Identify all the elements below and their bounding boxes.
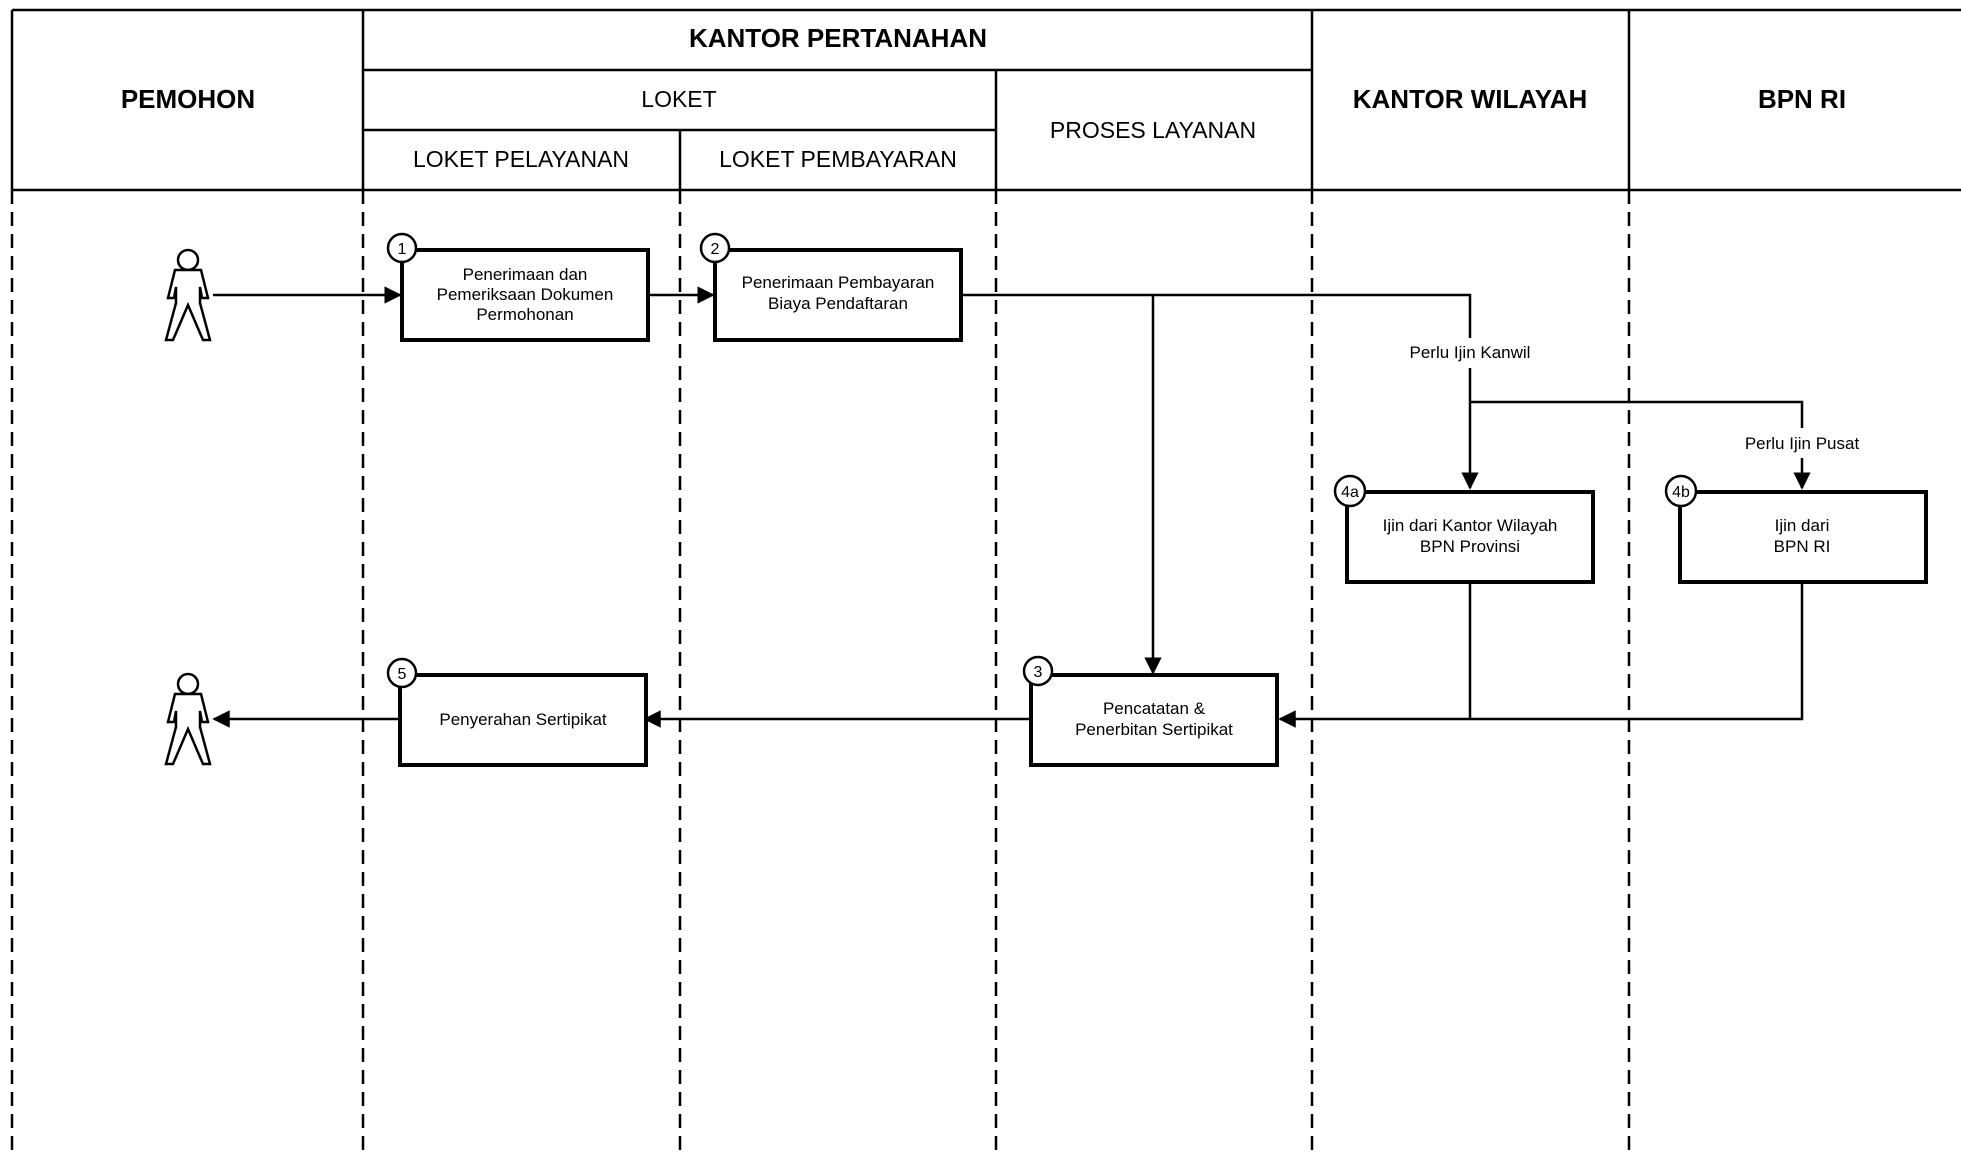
node-4b-number: 4b [1672, 484, 1690, 501]
edge-label-kanwil-bg [1395, 338, 1545, 368]
lane-separators [10, 190, 1631, 1157]
applicant-actor-icon-receive [164, 672, 212, 766]
node-5-line-1: Penyerahan Sertipikat [439, 710, 607, 729]
process-node-2: Penerimaan Pembayaran Biaya Pendaftaran … [699, 232, 963, 342]
node-4b-line-2: BPN RI [1774, 537, 1831, 556]
process-node-4b: Ijin dari BPN RI 4b [1664, 474, 1928, 584]
header-bpn-ri: BPN RI [1758, 84, 1846, 114]
edge-4b-to-3 [1278, 583, 1804, 728]
node-1-line-1: Penerimaan dan [463, 265, 588, 284]
node-3-line-2: Penerbitan Sertipikat [1075, 720, 1233, 739]
node-3-line-1: Pencatatan & [1103, 699, 1206, 718]
node-5-badge [386, 657, 418, 689]
node-2-line-1: Penerimaan Pembayaran [742, 273, 935, 292]
node-4b-badge [1664, 474, 1698, 508]
node-1-badge [386, 232, 418, 264]
applicant-actor-icon [164, 248, 212, 342]
header-grid [10, 8, 1961, 192]
node-1-number: 1 [398, 241, 407, 258]
node-2-line-2: Biaya Pendaftaran [768, 294, 908, 313]
header-kantor-pertanahan: KANTOR PERTANAHAN [689, 23, 987, 53]
edge-label-perlu-ijin-pusat: Perlu Ijin Pusat [1745, 434, 1860, 453]
header-kantor-wilayah: KANTOR WILAYAH [1353, 84, 1588, 114]
node-4a-number: 4a [1341, 484, 1359, 501]
node-4b-line-1: Ijin dari [1775, 516, 1830, 535]
node-4a-badge [1333, 474, 1367, 508]
process-node-5: Penyerahan Sertipikat 5 [386, 657, 648, 767]
edge-label-pusat-bg [1730, 428, 1874, 458]
node-5-number: 5 [398, 666, 407, 683]
header-proses-layanan: PROSES LAYANAN [1050, 117, 1256, 143]
node-2-badge [699, 232, 731, 264]
process-node-3: Pencatatan & Penerbitan Sertipikat 3 [1022, 655, 1279, 767]
edges [212, 286, 1811, 728]
edge-2-to-kanwil-branch [961, 293, 1479, 490]
process-node-1: Penerimaan dan Pemeriksaan Dokumen Permo… [386, 232, 650, 342]
header-loket-pelayanan: LOKET PELAYANAN [413, 146, 629, 172]
edge-label-perlu-ijin-kanwil: Perlu Ijin Kanwil [1410, 343, 1531, 362]
node-2-number: 2 [711, 241, 720, 258]
node-1-line-3: Permohonan [476, 305, 573, 324]
node-3-number: 3 [1034, 664, 1043, 681]
header-pemohon: PEMOHON [121, 84, 255, 114]
node-3-badge [1022, 655, 1054, 687]
process-node-4a: Ijin dari Kantor Wilayah BPN Provinsi 4a [1333, 474, 1595, 584]
header-loket-pembayaran: LOKET PEMBAYARAN [719, 146, 957, 172]
node-1-line-2: Pemeriksaan Dokumen [437, 285, 614, 304]
edge-branch-to-4b [1470, 400, 1811, 490]
node-4a-line-2: BPN Provinsi [1420, 537, 1520, 556]
header-loket: LOKET [641, 86, 716, 112]
node-4a-line-1: Ijin dari Kantor Wilayah [1383, 516, 1558, 535]
